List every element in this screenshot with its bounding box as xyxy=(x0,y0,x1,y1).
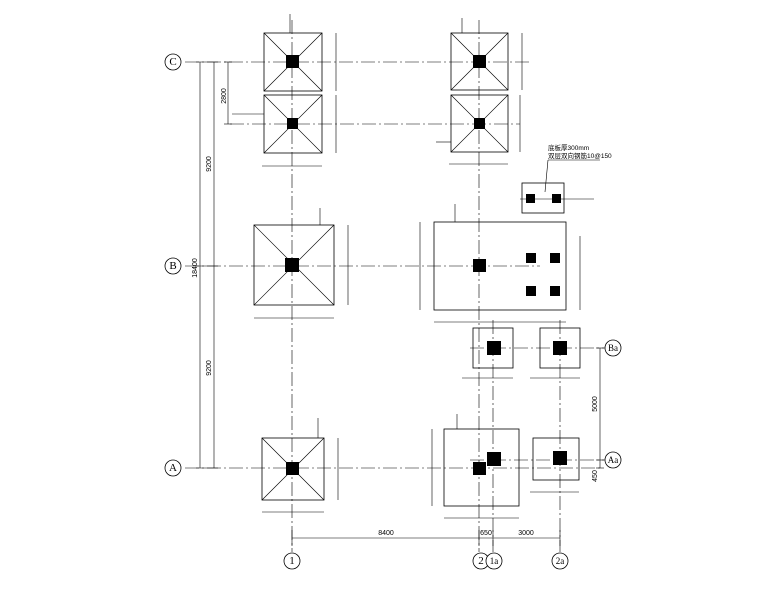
axis-bubble-b: B xyxy=(164,257,182,275)
axis-bubble-c: C xyxy=(164,53,182,71)
footing-c2-1 xyxy=(232,94,323,154)
axis-bubble-2a: 2a xyxy=(551,552,569,570)
column-ba-1a xyxy=(487,341,501,355)
dim-aa-offset: 450 xyxy=(592,470,599,482)
column-aa-2a xyxy=(553,451,567,465)
dim-ba-aa: 5000 xyxy=(592,396,599,412)
svg-text:Aa: Aa xyxy=(608,455,619,465)
footing-aa-2a xyxy=(532,437,580,481)
axis-bubble-aa: Aa xyxy=(604,451,622,469)
dimension-lines xyxy=(196,33,604,546)
axis-bubble-1a: 1a xyxy=(485,552,503,570)
svg-text:2a: 2a xyxy=(556,556,565,566)
footing-c-1 xyxy=(263,14,323,92)
grid-axes xyxy=(185,20,605,552)
raft-b xyxy=(433,204,567,311)
dim-ba: 9200 xyxy=(206,360,213,376)
svg-text:2: 2 xyxy=(478,555,484,567)
footing-ba-1a xyxy=(472,327,514,369)
footing-c2-2 xyxy=(436,94,509,153)
column-ba-2a xyxy=(553,341,567,355)
column-b-2 xyxy=(473,259,486,272)
dim-total: 18400 xyxy=(192,258,199,278)
axis-bubble-1: 1 xyxy=(283,552,301,570)
column-c2-1 xyxy=(287,118,298,129)
svg-text:1a: 1a xyxy=(490,556,499,566)
column-a-2 xyxy=(473,462,486,475)
footing-small-top xyxy=(520,182,594,214)
note-rebar: 双层双向钢筋10@150 xyxy=(548,151,612,160)
column-b-1 xyxy=(285,258,299,272)
dim-col-1a-2a: 3000 xyxy=(518,530,534,537)
footing-b-1 xyxy=(253,208,335,306)
dim-col-12: 8400 xyxy=(378,530,394,537)
column-a-1 xyxy=(286,462,299,475)
dim-cb: 9200 xyxy=(206,156,213,172)
column-aa-1a xyxy=(487,452,501,466)
note-slab-thickness: 底板厚300mm xyxy=(548,143,589,152)
dim-c-offset: 2800 xyxy=(221,88,228,104)
footing-c-2 xyxy=(450,18,509,91)
footing-a-2 xyxy=(443,414,520,507)
footing-ba-2a xyxy=(539,327,581,369)
footing-a-1 xyxy=(261,418,325,501)
svg-text:Ba: Ba xyxy=(608,343,618,353)
svg-text:A: A xyxy=(169,462,177,474)
note-leader xyxy=(544,159,600,193)
svg-text:B: B xyxy=(169,260,176,272)
svg-text:C: C xyxy=(169,56,176,68)
column-c2-2 xyxy=(474,118,485,129)
axis-bubble-ba: Ba xyxy=(604,339,622,357)
axis-bubble-a: A xyxy=(164,459,182,477)
dim-col-2-1a: 650 xyxy=(480,530,492,537)
column-c-1 xyxy=(286,55,299,68)
column-c-2 xyxy=(473,55,486,68)
svg-text:1: 1 xyxy=(289,555,295,567)
